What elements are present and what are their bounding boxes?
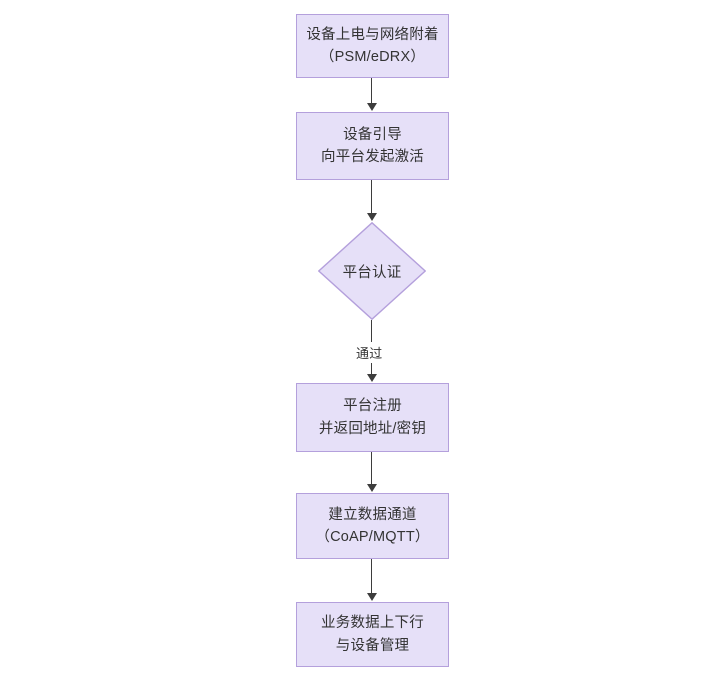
arrowhead-power-to-bootstrap (367, 103, 377, 111)
connector-register-to-channel (371, 452, 373, 485)
diamond-shape-icon (318, 222, 426, 320)
flow-node-platform-register[interactable]: 平台注册 并返回地址/密钥 (296, 383, 449, 452)
flow-node-bootstrap-line-2: 向平台发起激活 (321, 149, 424, 165)
arrowhead-channel-to-data (367, 593, 377, 601)
flow-node-device-power-on[interactable]: 设备上电与网络附着 （PSM/eDRX） (296, 14, 449, 78)
flow-node-platform-auth-decision[interactable]: 平台认证 (318, 222, 426, 320)
arrowhead-register-to-channel (367, 484, 377, 492)
flow-node-channel-line-1: 建立数据通道 (328, 506, 417, 523)
flow-node-auth-label: 平台认证 (342, 264, 402, 281)
edge-label-pass: 通过 (352, 342, 387, 363)
connector-bootstrap-to-auth (371, 180, 373, 214)
flow-node-business-data-and-device-management[interactable]: 业务数据上下行 与设备管理 (296, 602, 449, 667)
flow-node-data-line-1: 业务数据上下行 (321, 615, 424, 632)
flow-node-channel-line-2: （CoAP/MQTT） (315, 529, 430, 545)
flow-node-power-line-1: 设备上电与网络附着 (306, 26, 439, 43)
connector-channel-to-data (371, 559, 373, 594)
arrowhead-auth-to-register (367, 374, 377, 382)
arrowhead-bootstrap-to-auth (367, 213, 377, 221)
flow-node-register-line-1: 平台注册 (343, 398, 402, 415)
flow-node-device-bootstrap[interactable]: 设备引导 向平台发起激活 (296, 112, 449, 180)
flow-node-bootstrap-line-1: 设备引导 (343, 126, 402, 143)
connector-power-to-bootstrap (371, 78, 373, 104)
flow-node-establish-data-channel[interactable]: 建立数据通道 （CoAP/MQTT） (296, 493, 449, 559)
flow-node-data-line-2: 与设备管理 (335, 637, 410, 654)
flow-node-register-line-2: 并返回地址/密钥 (318, 420, 427, 437)
flow-node-power-line-2: （PSM/eDRX） (319, 49, 426, 65)
